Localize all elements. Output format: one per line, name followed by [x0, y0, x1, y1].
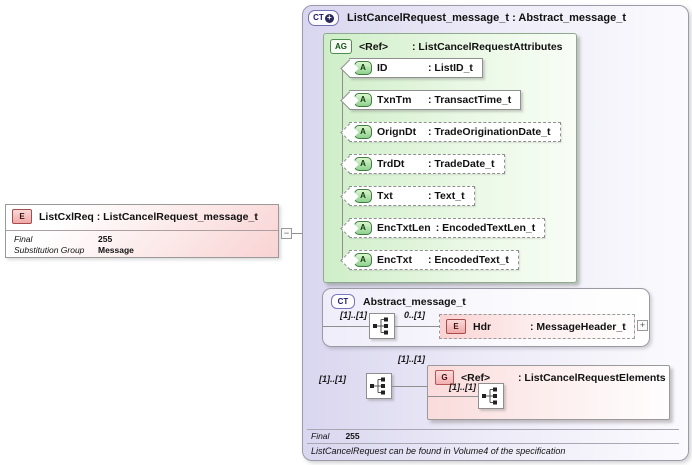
attribute-name: EncTxtLen: [377, 222, 431, 234]
attribute-icon: A: [354, 189, 372, 203]
minus-icon: −: [283, 228, 290, 238]
sequence-compositor-icon[interactable]: [366, 373, 392, 399]
complex-type-icon: CT +: [308, 10, 339, 26]
expand-toggle[interactable]: +: [637, 320, 648, 331]
collapse-toggle[interactable]: −: [281, 228, 292, 239]
attribute-group-type: : ListCancelRequestAttributes: [412, 40, 563, 53]
attribute-type: : ListID_t: [428, 62, 473, 74]
attribute-name: TrdDt: [377, 158, 405, 170]
plus-circle-icon: +: [324, 13, 334, 23]
divider: [6, 230, 278, 231]
footer-final-label: Final: [311, 431, 330, 441]
attribute-name: Txt: [377, 190, 393, 202]
attribute-icon: A: [354, 221, 372, 235]
element-title: ListCxlReq : ListCancelRequest_message_t: [39, 210, 258, 223]
attribute-group-name: <Ref>: [359, 40, 389, 53]
group-inner-cardinality-label: [1]..[1]: [449, 382, 476, 392]
attribute-icon: A: [354, 253, 372, 267]
element-box-listcxlreq[interactable]: E ListCxlReq : ListCancelRequest_message…: [5, 204, 279, 258]
complex-type-title: ListCancelRequest_message_t : Abstract_m…: [347, 12, 626, 24]
complex-type-title-row: CT + ListCancelRequest_message_t : Abstr…: [308, 10, 626, 26]
attribute-group-icon: AG: [330, 39, 352, 54]
property-row-substitution-group: Substitution Group Message: [14, 245, 134, 255]
footer-divider: [307, 429, 679, 430]
attribute-origndt[interactable]: A OrignDt : TradeOriginationDate_t: [349, 122, 561, 142]
connector-line: [323, 326, 369, 327]
plus-icon: +: [639, 320, 646, 330]
property-row-final: Final 255: [14, 234, 112, 244]
base-type-box-abstract-message[interactable]: CT Abstract_message_t [1]..[1] 0..[1] E …: [322, 288, 650, 347]
attribute-type: : EncodedTextLen_t: [435, 222, 536, 234]
element-title-row: E ListCxlReq : ListCancelRequest_message…: [12, 209, 258, 224]
base-type-title: Abstract_message_t: [363, 295, 466, 308]
content-sequence-cardinality-label: [1]..[1]: [319, 374, 346, 384]
attribute-txt[interactable]: A Txt : Text_t: [349, 186, 475, 206]
group-icon: G: [435, 370, 454, 385]
footer-annotation: ListCancelRequest can be found in Volume…: [311, 446, 566, 456]
sequence-compositor-icon[interactable]: [369, 313, 395, 339]
attribute-name: ID: [377, 62, 388, 74]
group-box-listcancelrequestelements[interactable]: G <Ref> : ListCancelRequestElements [1].…: [427, 365, 670, 420]
attribute-icon: A: [354, 157, 372, 171]
group-cardinality-label: [1]..[1]: [398, 354, 425, 364]
connector-line: [428, 396, 478, 397]
attribute-enctxt[interactable]: A EncTxt : EncodedText_t: [349, 250, 519, 270]
ct-badge-label: CT: [313, 13, 324, 22]
final-value: 255: [98, 234, 113, 244]
attribute-enctxtlen[interactable]: A EncTxtLen : EncodedTextLen_t: [349, 218, 546, 238]
attribute-trddt[interactable]: A TrdDt : TradeDate_t: [349, 154, 505, 174]
hdr-cardinality-label: 0..[1]: [404, 310, 426, 320]
connector-line: [392, 386, 427, 387]
sequence-compositor-icon[interactable]: [478, 383, 504, 409]
element-icon: E: [446, 319, 466, 334]
attribute-id[interactable]: A ID : ListID_t: [349, 58, 483, 78]
attribute-type: : TradeDate_t: [428, 158, 495, 170]
substitution-group-value: Message: [98, 245, 134, 255]
footer-final-value: 255: [345, 431, 360, 441]
attribute-icon: A: [354, 61, 372, 75]
connector-line: [395, 326, 439, 327]
group-type: : ListCancelRequestElements: [518, 371, 666, 384]
attribute-icon: A: [354, 93, 372, 107]
attribute-name: TxnTm: [377, 94, 412, 106]
hdr-name: Hdr: [473, 320, 492, 333]
attribute-type: : TransactTime_t: [428, 94, 512, 106]
attribute-icon: A: [354, 125, 372, 139]
attribute-group-box[interactable]: AG <Ref> : ListCancelRequestAttributes A…: [323, 33, 577, 283]
attribute-txntm[interactable]: A TxnTm : TransactTime_t: [349, 90, 522, 110]
attribute-type: : TradeOriginationDate_t: [428, 126, 551, 138]
substitution-group-label: Substitution Group: [14, 245, 85, 255]
footer-divider: [307, 443, 679, 444]
base-type-header: CT Abstract_message_t: [331, 294, 466, 309]
element-icon: E: [12, 209, 32, 224]
footer-final-row: Final 255: [311, 431, 360, 441]
base-type-icon: CT: [331, 294, 355, 309]
attribute-name: OrignDt: [377, 126, 417, 138]
group-header: G <Ref> : ListCancelRequestElements: [435, 370, 666, 385]
group-name: <Ref>: [461, 371, 491, 384]
attribute-type: : EncodedText_t: [428, 254, 509, 266]
attribute-name: EncTxt: [377, 254, 413, 266]
sequence-cardinality-label: [1]..[1]: [340, 310, 367, 320]
attribute-type: : Text_t: [428, 190, 465, 202]
attribute-group-header: AG <Ref> : ListCancelRequestAttributes: [330, 39, 563, 54]
hdr-type: : MessageHeader_t: [530, 320, 626, 333]
final-label: Final: [14, 234, 33, 244]
element-box-hdr[interactable]: E Hdr : MessageHeader_t: [439, 314, 635, 339]
